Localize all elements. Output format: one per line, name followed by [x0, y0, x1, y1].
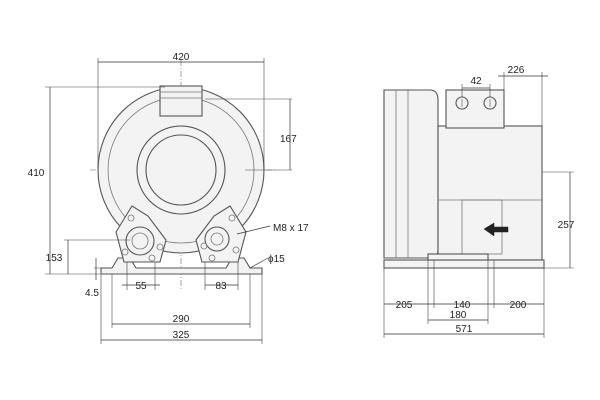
side-motor-body — [437, 125, 543, 261]
left-bracket-bolt — [121, 248, 129, 256]
inlet-opening — [145, 134, 217, 206]
dim-length-overall: 571 — [456, 324, 473, 335]
left-bracket-bolt — [148, 254, 156, 262]
right-port — [204, 226, 230, 252]
dim-base-left: 205 — [396, 300, 413, 311]
dim-height-overall: 410 — [28, 168, 45, 179]
right-port-inner — [210, 232, 224, 246]
right-bracket-bolt — [200, 242, 208, 250]
side-terminal-box — [445, 89, 505, 129]
dim-foot-span: 180 — [450, 310, 467, 321]
dim-base-mid: 140 — [454, 300, 471, 311]
left-bracket-bolt — [127, 214, 135, 222]
dim-inlet-offset: 167 — [280, 134, 297, 145]
outlet-neck — [159, 85, 203, 117]
dim-flow-height: 257 — [558, 220, 575, 231]
leader-hole — [249, 257, 269, 269]
right-bracket-bolt — [208, 254, 216, 262]
side-housing-front — [383, 89, 439, 259]
dim-terminal-offset: 226 — [508, 65, 525, 76]
dim-bolt-spacing-left: 55 — [135, 281, 147, 292]
right-bracket-bolt — [232, 246, 240, 254]
dim-terminal-spacing: 42 — [470, 76, 482, 87]
leader-thread — [236, 225, 271, 235]
hole-diameter-note: ϕ15 — [268, 254, 285, 265]
right-bracket-bolt — [228, 214, 236, 222]
dim-base-outer: 325 — [173, 330, 190, 341]
front-view: 420 410 167 153 4.5 55 83 M8 x 17 — [28, 52, 309, 344]
left-port — [125, 226, 155, 256]
dim-base-right: 200 — [510, 300, 527, 311]
side-base-foot — [427, 253, 489, 261]
inlet-ring-outer — [136, 125, 226, 215]
dim-foot-height: 153 — [46, 253, 63, 264]
side-view: 42 226 257 205 140 200 180 571 — [383, 65, 575, 338]
dim-foot-thickness: 4.5 — [85, 288, 99, 299]
flow-direction-icon — [483, 222, 509, 237]
dim-base-inner: 290 — [173, 314, 190, 325]
side-base-plate — [383, 259, 545, 269]
dim-width-overall: 420 — [173, 52, 190, 63]
dim-bolt-spacing-right: 83 — [215, 281, 227, 292]
thread-note: M8 x 17 — [273, 223, 309, 234]
left-port-inner — [131, 232, 149, 250]
left-bracket-bolt — [156, 243, 164, 251]
